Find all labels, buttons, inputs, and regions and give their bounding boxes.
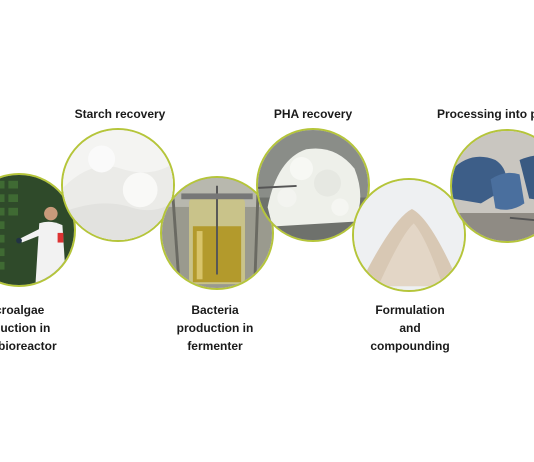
label-line: oduction in — [0, 321, 51, 335]
label-line: Starch recovery — [74, 107, 166, 121]
fermenter-circle — [160, 176, 274, 290]
compound-powder-photo — [354, 180, 464, 290]
label-processing: Processing into p — [437, 105, 534, 123]
label-line: Bacteria — [191, 303, 239, 317]
label-line: otobioreactor — [0, 339, 57, 353]
starch-powder-photo — [63, 130, 173, 240]
label-line: production in — [176, 321, 254, 335]
label-line: Processing into p — [437, 107, 534, 121]
pha-circle — [256, 128, 370, 242]
pha-flakes-photo — [258, 130, 368, 240]
label-line: PHA recovery — [273, 107, 353, 121]
processing-circle — [450, 129, 534, 243]
label-microalgae: icroalgae oduction in otobioreactor — [0, 301, 78, 355]
label-line: fermenter — [187, 339, 243, 353]
label-line: and — [399, 321, 421, 335]
label-starch: Starch recovery — [60, 105, 180, 123]
photobioreactor-worker-photo — [0, 175, 74, 285]
label-line: compounding — [370, 339, 450, 353]
label-pha: PHA recovery — [253, 105, 373, 123]
gloved-hands-photo — [452, 131, 534, 241]
fermenter-photo — [162, 178, 272, 288]
starch-circle — [61, 128, 175, 242]
label-formulation: Formulation and compounding — [350, 301, 470, 355]
compound-circle — [352, 178, 466, 292]
label-line: icroalgae — [0, 303, 45, 317]
label-line: Formulation — [375, 303, 445, 317]
label-bacteria: Bacteria production in fermenter — [155, 301, 275, 355]
